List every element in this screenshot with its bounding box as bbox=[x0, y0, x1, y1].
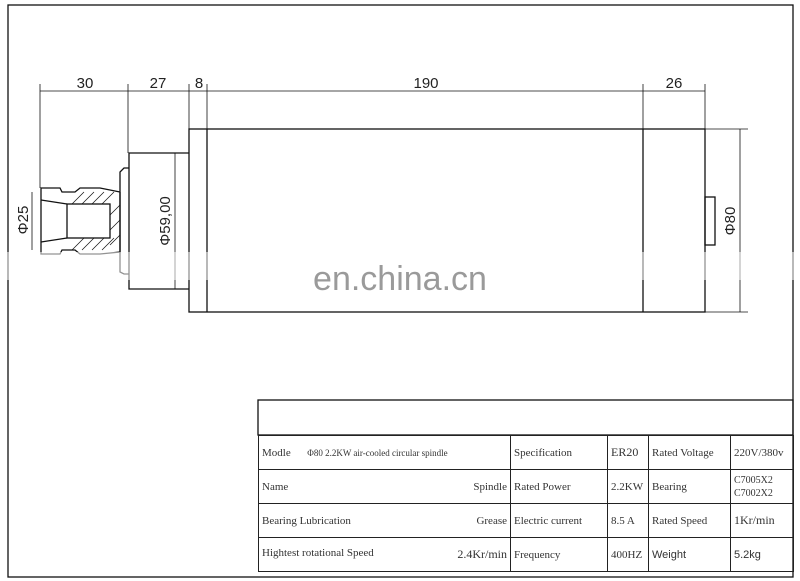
dim-dia59: Φ59,00 bbox=[157, 196, 174, 246]
value: 8.5 A bbox=[607, 503, 649, 538]
value: Grease bbox=[476, 514, 507, 527]
table-row: Name Spindle Rated Power 2.2KW Bearing C7… bbox=[258, 469, 794, 504]
table-title-row bbox=[257, 399, 794, 436]
label: Specification bbox=[510, 435, 608, 470]
dim-26: 26 bbox=[666, 75, 683, 92]
dim-30: 30 bbox=[77, 75, 94, 92]
label: Electric current bbox=[510, 503, 608, 538]
max-speed-cell: Hightest rotational Speed 2.4Kr/min bbox=[258, 537, 511, 572]
label: Rated Voltage bbox=[648, 435, 731, 470]
dim-dia25: Φ25 bbox=[15, 206, 32, 235]
value: Spindle bbox=[473, 480, 507, 493]
dim-190: 190 bbox=[413, 75, 438, 92]
value: 220V/380v bbox=[730, 435, 794, 470]
lubrication-cell: Bearing Lubrication Grease bbox=[258, 503, 511, 538]
front-collar bbox=[128, 152, 189, 290]
table-row: Modle Φ80 2.2KW air-cooled circular spin… bbox=[258, 435, 794, 470]
dim-8: 8 bbox=[195, 75, 203, 92]
label: Name bbox=[262, 480, 289, 493]
value: 5.2kg bbox=[730, 537, 794, 572]
label: Weight bbox=[648, 537, 731, 572]
label: Bearing bbox=[648, 469, 731, 504]
label: Rated Speed bbox=[648, 503, 731, 538]
value: C7002X2 bbox=[734, 487, 773, 499]
value: 2.2KW bbox=[607, 469, 649, 504]
value: 1Kr/min bbox=[730, 503, 794, 538]
label: Bearing Lubrication bbox=[262, 514, 351, 527]
table-row: Bearing Lubrication Grease Electric curre… bbox=[258, 503, 794, 538]
value: 2.4Kr/min bbox=[457, 547, 507, 561]
dim-27: 27 bbox=[150, 75, 167, 92]
label: Rated Power bbox=[510, 469, 608, 504]
drawing-frame bbox=[7, 4, 794, 578]
dim-dia80: Φ80 bbox=[722, 207, 739, 236]
value: C7005X2 bbox=[734, 474, 773, 486]
spec-table: Modle Φ80 2.2KW air-cooled circular spin… bbox=[258, 435, 794, 572]
label: Frequency bbox=[510, 537, 608, 572]
model-cell: Modle Φ80 2.2KW air-cooled circular spin… bbox=[258, 435, 511, 470]
label: Hightest rotational Speed bbox=[262, 547, 374, 559]
watermark: en.china.cn bbox=[313, 260, 487, 298]
rear-cap bbox=[704, 196, 716, 246]
value: ER20 bbox=[607, 435, 649, 470]
value: Φ80 2.2KW air-cooled circular spindle bbox=[307, 447, 448, 458]
value: 400HZ bbox=[607, 537, 649, 572]
name-cell: Name Spindle bbox=[258, 469, 511, 504]
label: Modle bbox=[262, 446, 291, 459]
table-row: Hightest rotational Speed 2.4Kr/min Frequ… bbox=[258, 537, 794, 572]
